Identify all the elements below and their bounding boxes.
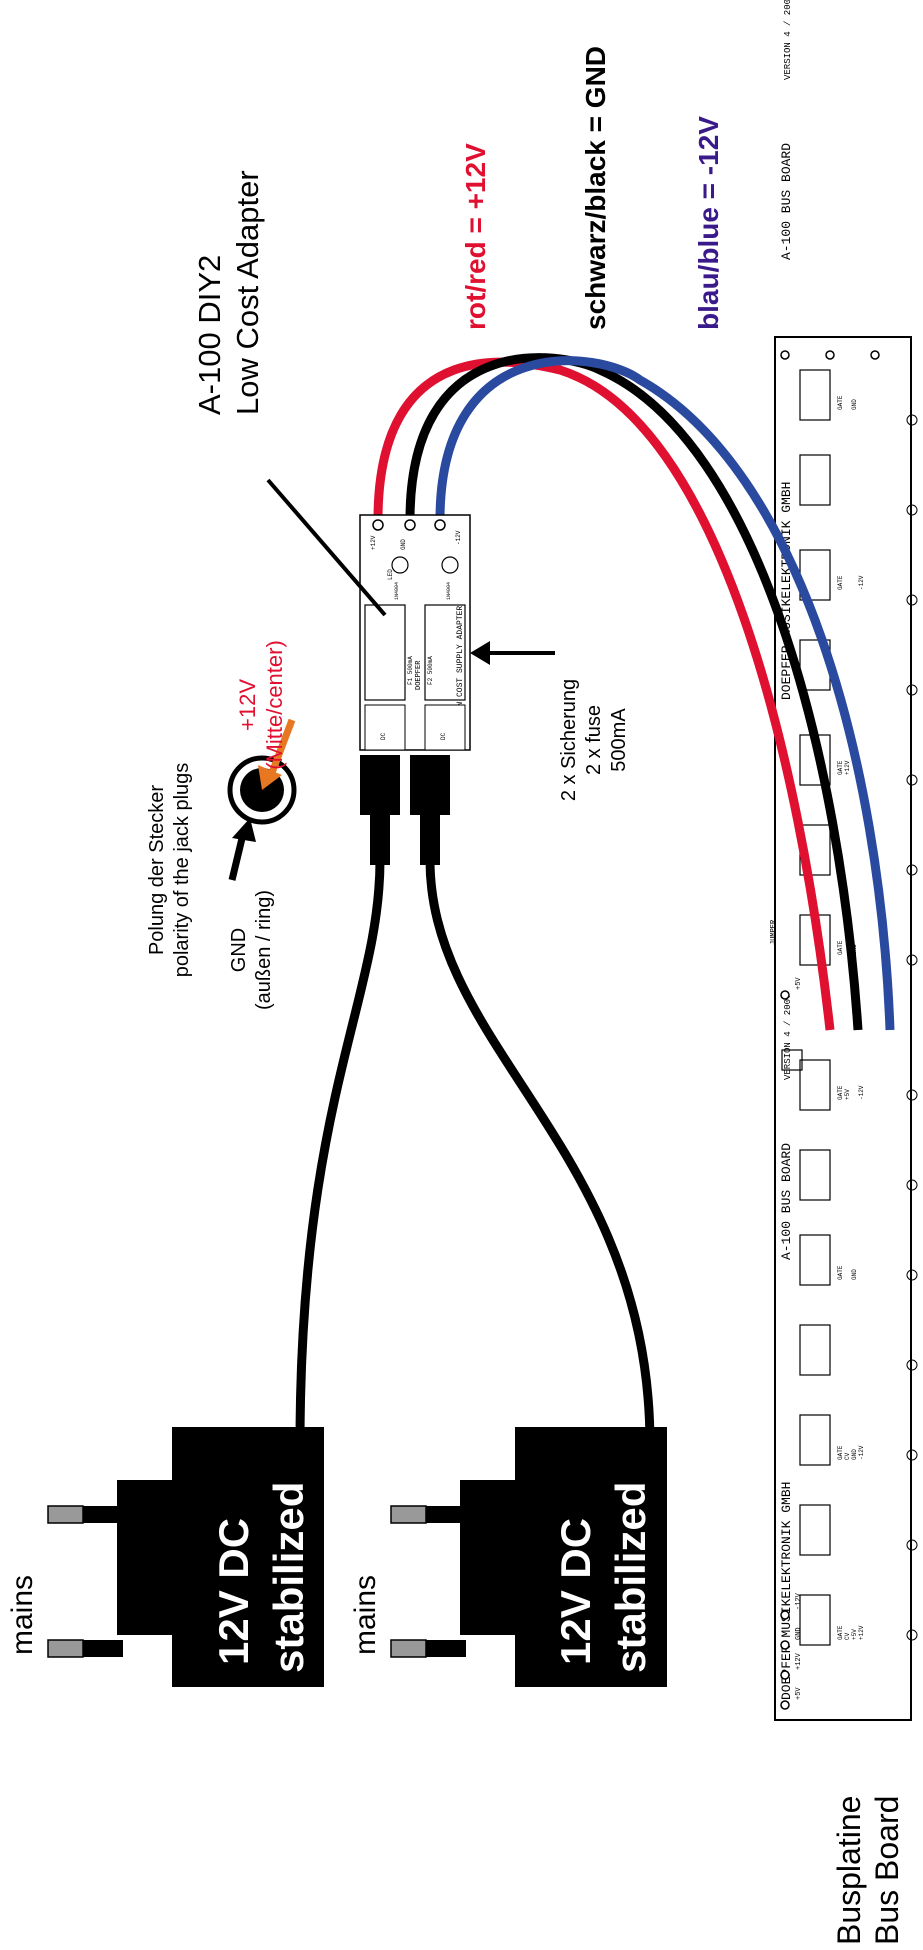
red-wire: [373, 357, 835, 1031]
bus-board-label-line1: Busplatine: [831, 1796, 867, 1945]
bus-board-rail-labels: +5V +12V GND -12V +5V: [795, 977, 803, 1700]
psu-1-line2: stabilized: [265, 1482, 312, 1673]
svg-text:+12V: +12V: [795, 1652, 803, 1670]
terminal-gnd-label: GND: [400, 539, 407, 550]
diode2-label: 1N4004: [446, 582, 452, 600]
psu-1: 12V DC stabilized mains: [6, 1427, 324, 1687]
psu-2-line1: 12V DC: [552, 1518, 599, 1665]
blue-wire-label: blau/blue = -12V: [693, 116, 724, 330]
polarity-line2: polarity of the jack plugs: [171, 763, 193, 978]
svg-text:+5V: +5V: [851, 1629, 858, 1640]
svg-text:-12V: -12V: [795, 1592, 803, 1610]
terminal-plus12-label: +12V: [370, 535, 377, 550]
bus-board-maker-1: DOEPFER MUSIKELEKTRONIK GMBH: [779, 1482, 794, 1700]
polarity-line1: Polung der Stecker: [146, 785, 168, 955]
psu-2-line2: stabilized: [607, 1482, 654, 1673]
psu-2: 12V DC stabilized mains: [349, 1427, 667, 1687]
led-label: LED: [387, 569, 394, 580]
bus-board-mounting-holes: [906, 414, 918, 1641]
adapter-pcb: A-100 LOW COST SUPPLY ADAPTER DOEPFER F1…: [359, 514, 471, 751]
svg-text:GND: GND: [795, 1627, 803, 1640]
plug-2: [410, 755, 450, 815]
svg-text:GND: GND: [851, 1269, 858, 1280]
gnd-arrow-head: [232, 818, 256, 842]
polarity-plus-line1: +12V: [235, 679, 260, 731]
polarity-gnd-line2: (außen / ring): [253, 890, 275, 1010]
red-wire-label: rot/red = +12V: [460, 143, 491, 330]
psu-cable-1: [295, 859, 385, 1446]
psu-cable-2: [425, 859, 655, 1446]
psu-2-mains: mains: [349, 1575, 382, 1655]
psu-1-line1: 12V DC: [210, 1518, 257, 1665]
adapter-pcb-text: A-100 LOW COST SUPPLY ADAPTER: [456, 606, 465, 745]
svg-text:+5V: +5V: [795, 1687, 803, 1700]
bus-board: DOEPFER MUSIKELEKTRONIK GMBH A-100 BUS B…: [770, 0, 918, 1721]
adapter-title-line2: Low Cost Adapter: [230, 170, 265, 415]
svg-text:GATE: GATE: [837, 395, 844, 410]
svg-text:+5V: +5V: [844, 1089, 851, 1100]
fuse-note-line2: 2 x fuse: [583, 705, 605, 775]
svg-text:CV: CV: [844, 1632, 851, 1640]
polarity-plus-line2: (Mitte/center): [262, 640, 287, 770]
bus-board-model-1: A-100 BUS BOARD: [779, 1143, 794, 1260]
bus-board-power-terminals: [780, 350, 880, 1710]
bus-board-pin-labels: GATE CV +5V +12V GATE CV GND -12V GATE G…: [837, 395, 865, 1640]
blue-wire: [435, 356, 895, 1031]
adapter-pointer-line: [266, 478, 387, 617]
bus-board-label-line2: Bus Board: [869, 1796, 905, 1945]
black-wire-label: schwarz/black = GND: [580, 46, 611, 330]
bus-board-headers: [781, 369, 831, 1646]
svg-text:+12V: +12V: [858, 1625, 865, 1640]
plus12-arrow-head: [258, 765, 282, 790]
psu-1-mains: mains: [6, 1575, 39, 1655]
svg-text:-12V: -12V: [858, 575, 865, 590]
adapter-brand: DOEPFER: [415, 660, 423, 690]
svg-text:GND: GND: [851, 399, 858, 410]
plug-2-sleeve: [420, 815, 440, 865]
terminal-minus12-label: -12V: [455, 530, 462, 545]
polarity-gnd-line1: GND: [228, 928, 250, 972]
svg-text:+5V: +5V: [795, 977, 803, 990]
fuse-note-line3: 500mA: [608, 708, 630, 772]
bus-board-jumper-label: JUMPER: [770, 919, 778, 945]
svg-text:-12V: -12V: [858, 1445, 865, 1460]
svg-text:GATE: GATE: [837, 1445, 844, 1460]
fuse-arrow-head: [470, 641, 490, 665]
bus-board-model-2: A-100 BUS BOARD: [779, 143, 794, 260]
svg-text:GND: GND: [851, 1449, 858, 1460]
svg-text:GATE: GATE: [837, 940, 844, 955]
bus-board-version-2: VERSION 4 / 2007: [783, 0, 793, 80]
svg-text:+12V: +12V: [844, 760, 851, 775]
fuse-note-line1: 2 x Sicherung: [558, 679, 580, 801]
fuse2-label: F2 500mA: [427, 656, 434, 685]
plug-1: [360, 755, 400, 815]
plug-1-sleeve: [370, 815, 390, 865]
dc-jack-2-label: DC: [440, 732, 447, 740]
fuse1-label: F1 500mA: [407, 656, 414, 685]
black-wire: [405, 353, 863, 1031]
adapter-title-line1: A-100 DIY2: [192, 255, 227, 415]
plus12-arrow-shaft: [266, 718, 296, 780]
svg-text:GATE: GATE: [837, 1625, 844, 1640]
svg-text:GATE: GATE: [837, 1085, 844, 1100]
svg-text:-12V: -12V: [858, 1085, 865, 1100]
diode1-label: 1N4004: [394, 582, 400, 600]
dc-jack-1-label: DC: [380, 732, 387, 740]
svg-text:GATE: GATE: [837, 1265, 844, 1280]
svg-text:GATE: GATE: [837, 575, 844, 590]
svg-text:GATE: GATE: [837, 760, 844, 775]
svg-text:CV: CV: [844, 1452, 851, 1460]
adapter-terminals: [372, 519, 446, 531]
dc-jack-1: [364, 704, 406, 751]
fuse-holders: [364, 556, 466, 701]
bus-board-version-1: VERSION 4 / 2007: [783, 994, 793, 1080]
dc-jack-2: [424, 704, 466, 751]
